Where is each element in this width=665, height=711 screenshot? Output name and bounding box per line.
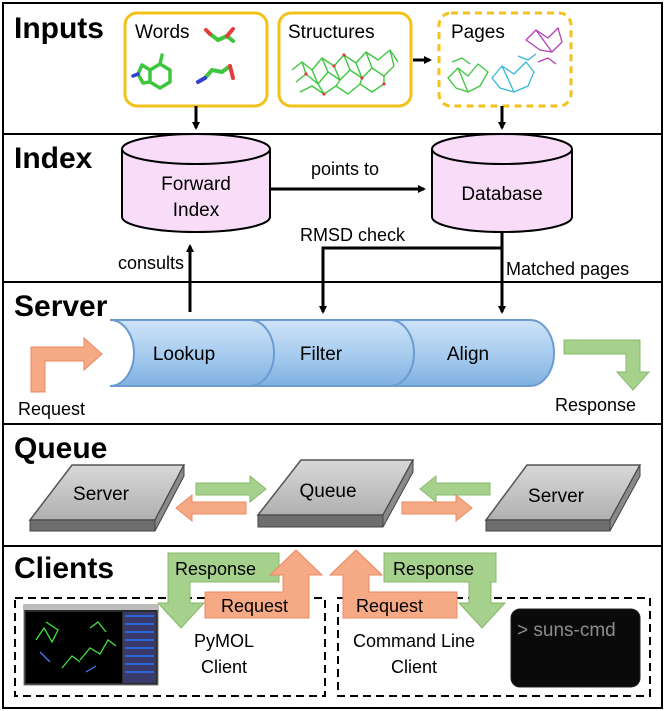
queue-orange-arrow-left	[175, 493, 247, 523]
server-slab-right	[484, 464, 642, 532]
section-title-clients: Clients	[14, 552, 114, 585]
clients-request-arrow-right	[328, 549, 458, 619]
structures-label: Structures	[288, 22, 375, 43]
pymol-client-label-line1: PyMOL	[194, 631, 254, 651]
section-title-queue: Queue	[14, 432, 107, 465]
clients-response-arrow-right	[383, 552, 507, 629]
pipeline-body	[109, 319, 555, 387]
matched-pages-label: Matched pages	[506, 259, 629, 279]
clients-response-label-left: Response	[175, 559, 256, 579]
pymol-client-box	[14, 597, 326, 697]
words-molecule-icons	[131, 27, 235, 90]
section-title-index: Index	[14, 142, 93, 175]
cmdline-client-label-line1: Command Line	[353, 631, 475, 651]
pages-box	[437, 11, 573, 108]
pages-label: Pages	[451, 22, 505, 43]
queue-server-left-label: Server	[73, 484, 130, 505]
request-bent-arrow	[30, 336, 103, 393]
queue-server-right-label: Server	[528, 486, 585, 507]
section-title-server: Server	[14, 290, 108, 323]
stage-filter-label: Filter	[300, 344, 343, 365]
queue-center-label: Queue	[299, 481, 356, 502]
stage-align-label: Align	[447, 344, 489, 365]
server-slab-left	[28, 464, 186, 532]
pymol-screenshot-thumbnail	[23, 604, 159, 686]
terminal-command-text: > suns-cmd	[517, 620, 616, 641]
queue-orange-arrow-right	[401, 493, 473, 523]
forward-index-label-line2: Index	[173, 200, 220, 221]
queue-green-arrow-left	[195, 474, 267, 504]
forward-index-label-line1: Forward	[161, 174, 231, 195]
words-label: Words	[135, 22, 190, 43]
queue-green-arrow-right	[419, 474, 491, 504]
request-label: Request	[18, 399, 85, 419]
cmdline-client-box	[337, 597, 651, 697]
stage-lookup-label: Lookup	[153, 344, 215, 365]
response-label: Response	[555, 395, 636, 415]
terminal-window	[510, 608, 641, 688]
points-to-label: points to	[311, 159, 379, 179]
stage-divider-1	[249, 319, 275, 387]
clients-response-label-right: Response	[393, 559, 474, 579]
response-bent-arrow	[563, 339, 651, 391]
structures-atom-dots	[304, 53, 386, 96]
cmdline-client-label-line2: Client	[391, 657, 437, 677]
rmsd-check-arrow	[319, 246, 502, 314]
clients-request-label-right: Request	[356, 596, 423, 616]
rmsd-check-label: RMSD check	[300, 225, 406, 245]
queue-slab-center	[256, 459, 415, 528]
clients-request-label-left: Request	[221, 596, 288, 616]
forward-index-cylinder	[121, 133, 271, 233]
pages-molecule-icons	[447, 27, 563, 93]
structures-box	[277, 11, 413, 108]
consults-label: consults	[118, 253, 184, 273]
stage-divider-2	[389, 319, 415, 387]
pymol-client-label-line2: Client	[201, 657, 247, 677]
clients-request-arrow-left	[204, 549, 324, 619]
database-label: Database	[461, 184, 542, 205]
database-cylinder	[431, 133, 573, 233]
section-title-inputs: Inputs	[14, 12, 104, 45]
pipeline	[109, 319, 555, 387]
